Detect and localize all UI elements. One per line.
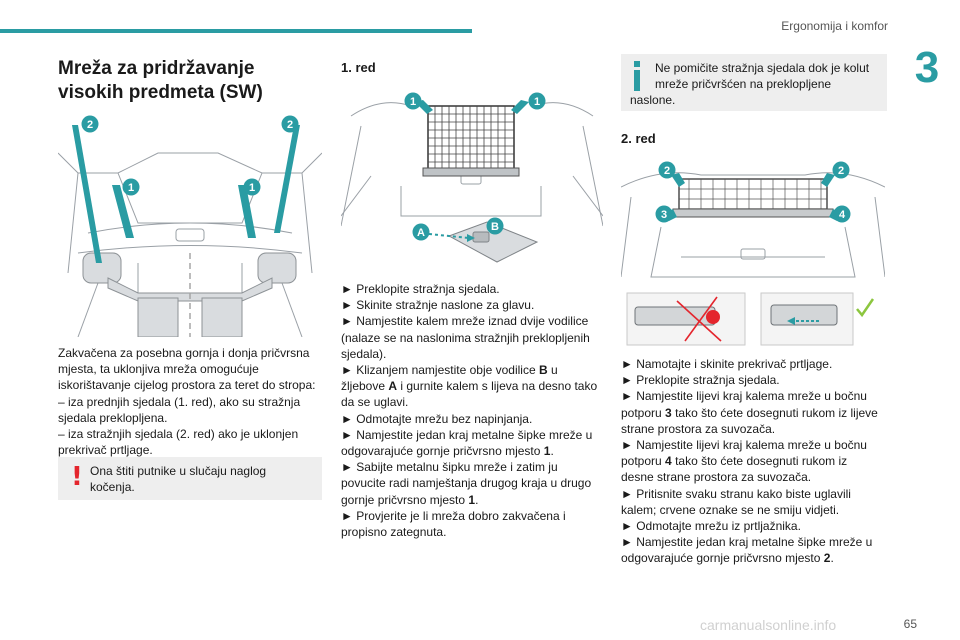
- step-line: ► Namotajte i skinite prekrivač prtljage…: [621, 357, 833, 371]
- info-text-continued: naslone.: [630, 93, 676, 107]
- section-title: Ergonomija i komfor: [781, 19, 888, 33]
- step-line: propisno zategnuta.: [341, 525, 447, 540]
- step-line: desne strane prostora za suvozača.: [621, 470, 812, 485]
- intro-line: – iza prednjih sjedala (1. red), ako su …: [58, 394, 301, 409]
- svg-text:1: 1: [128, 182, 134, 194]
- step-line: gornje pričvrsno mjesto 1.: [341, 492, 479, 507]
- svg-text:1: 1: [534, 96, 540, 108]
- illustration-row-2-net: 2 2 3 4: [621, 161, 885, 346]
- page-number: 65: [903, 617, 917, 631]
- step-line: ► Namjestite lijevi kraj kalema mreže u …: [621, 438, 867, 453]
- badge-2-left: 2: [658, 161, 676, 179]
- row-1-steps: ► Preklopite stražnja sjedala. ► Skinite…: [341, 281, 603, 540]
- page-title: Mreža za pridržavanje visokih predmeta (…: [58, 57, 328, 105]
- step-line: ► Pritisnite svaku stranu kako biste ugl…: [621, 486, 851, 501]
- svg-text:3: 3: [661, 209, 667, 221]
- step-line: ► Namjestite jedan kraj metalne šipke mr…: [341, 427, 593, 442]
- step-line: (nalaze se na naslonima stražnjih preklo…: [341, 330, 590, 345]
- svg-text:4: 4: [839, 209, 846, 221]
- heading-row-1: 1. red: [341, 60, 376, 75]
- row-2-steps: ► Namotajte i skinite prekrivač prtljage…: [621, 356, 887, 567]
- step-line: strane prostora za suvozača.: [621, 421, 776, 436]
- badge-1-left: 1: [404, 92, 422, 110]
- badge-1-right: 1: [528, 92, 546, 110]
- check-icon: [856, 298, 875, 318]
- chapter-number: 3: [914, 43, 940, 92]
- step-line: sjedala).: [341, 346, 387, 361]
- warning-box: ! Ona štiti putnike u slučaju naglog koč…: [58, 457, 322, 500]
- step-line: potporu 4 tako što ćete dosegnuti rukom …: [621, 454, 848, 469]
- badge-2-right: 2: [281, 115, 299, 133]
- step-line: ► Odmotajte mrežu iz prtljažnika.: [621, 519, 801, 534]
- step-line: povucite radi namještanja drugog kraja u…: [341, 476, 592, 491]
- intro-line: Zakvačena za posebna gornja i donja prič…: [58, 346, 310, 360]
- svg-text:A: A: [417, 227, 425, 239]
- step-line: ► Preklopite stražnja sjedala.: [341, 282, 500, 296]
- step-line: da se uglavi.: [341, 395, 409, 410]
- badge-4: 4: [833, 205, 851, 223]
- step-line: kalem; crvene oznake se ne smiju vidjeti…: [621, 502, 840, 517]
- intro-line: prekrivač prtljage.: [58, 443, 153, 458]
- info-icon: [634, 61, 640, 91]
- badge-2-left: 2: [81, 115, 99, 133]
- step-line: ► Provjerite je li mreža dobro zakvačena…: [341, 508, 566, 523]
- svg-text:1: 1: [249, 182, 255, 194]
- svg-text:2: 2: [87, 119, 93, 131]
- info-text: Ne pomičite stražnja sjedala dok je kolu…: [655, 60, 881, 92]
- step-line: ► Odmotajte mrežu bez napinjanja.: [341, 411, 533, 426]
- warning-icon: !: [71, 462, 83, 492]
- header-accent-bar: [0, 29, 472, 33]
- title-line-1: Mreža za pridržavanje: [58, 58, 255, 79]
- badge-2-right: 2: [832, 161, 850, 179]
- step-line: ► Namjestite kalem mreže iznad dvije vod…: [341, 314, 589, 329]
- svg-text:2: 2: [838, 165, 844, 177]
- svg-text:B: B: [491, 221, 499, 233]
- info-box: Ne pomičite stražnja sjedala dok je kolu…: [621, 54, 887, 111]
- info-line: mreže pričvršćen na preklopljene: [655, 77, 832, 91]
- step-line: ► Preklopite stražnja sjedala.: [621, 373, 780, 388]
- warning-line: kočenja.: [90, 480, 135, 494]
- illustration-row-1-net: 1 1 A B: [341, 92, 603, 263]
- step-line: ► Skinite stražnje naslone za glavu.: [341, 298, 535, 313]
- step-line: ► Klizanjem namjestite obje vodilice B u: [341, 363, 558, 378]
- badge-letter-b: B: [486, 217, 504, 235]
- warning-line: Ona štiti putnike u slučaju naglog: [90, 464, 267, 478]
- watermark: carmanualsonline.info: [700, 617, 837, 633]
- step-line: potporu 3 tako što ćete dosegnuti rukom …: [621, 405, 878, 420]
- badge-1-left: 1: [122, 178, 140, 196]
- step-line: ► Sabijte metalnu šipku mreže i zatim ju: [341, 460, 558, 475]
- illustration-cargo-net-anchors: 2 2 1 1: [58, 113, 322, 337]
- intro-paragraph: Zakvačena za posebna gornja i donja prič…: [58, 345, 328, 458]
- svg-text:1: 1: [410, 96, 416, 108]
- badge-letter-a: A: [412, 223, 430, 241]
- warning-text: Ona štiti putnike u slučaju naglog kočen…: [90, 463, 315, 495]
- heading-row-2: 2. red: [621, 131, 656, 146]
- intro-line: – iza stražnjih sjedala (2. red) ako je …: [58, 427, 299, 442]
- intro-line: sjedala preklopljena.: [58, 410, 168, 425]
- step-line: odgovarajuće gornje pričvrsno mjesto 2.: [621, 551, 834, 566]
- title-line-2: visokih predmeta (SW): [58, 82, 263, 103]
- badge-3: 3: [655, 205, 673, 223]
- info-line: Ne pomičite stražnja sjedala dok je kolu…: [655, 61, 870, 75]
- intro-line: mjesta, ta uklonjiva mreža omogućuje: [58, 362, 259, 377]
- step-line: žljebove A i gurnite kalem s lijeva na d…: [341, 379, 598, 394]
- svg-text:2: 2: [287, 119, 293, 131]
- badge-1-right: 1: [243, 178, 261, 196]
- step-line: ► Namjestite jedan kraj metalne šipke mr…: [621, 535, 873, 550]
- step-line: odgovarajuće gornje pričvrsno mjesto 1.: [341, 444, 554, 459]
- svg-text:2: 2: [664, 165, 670, 177]
- step-line: ► Namjestite lijevi kraj kalema mreže u …: [621, 389, 867, 404]
- intro-line: iskorištavanje cijelog prostora za teret…: [58, 378, 316, 393]
